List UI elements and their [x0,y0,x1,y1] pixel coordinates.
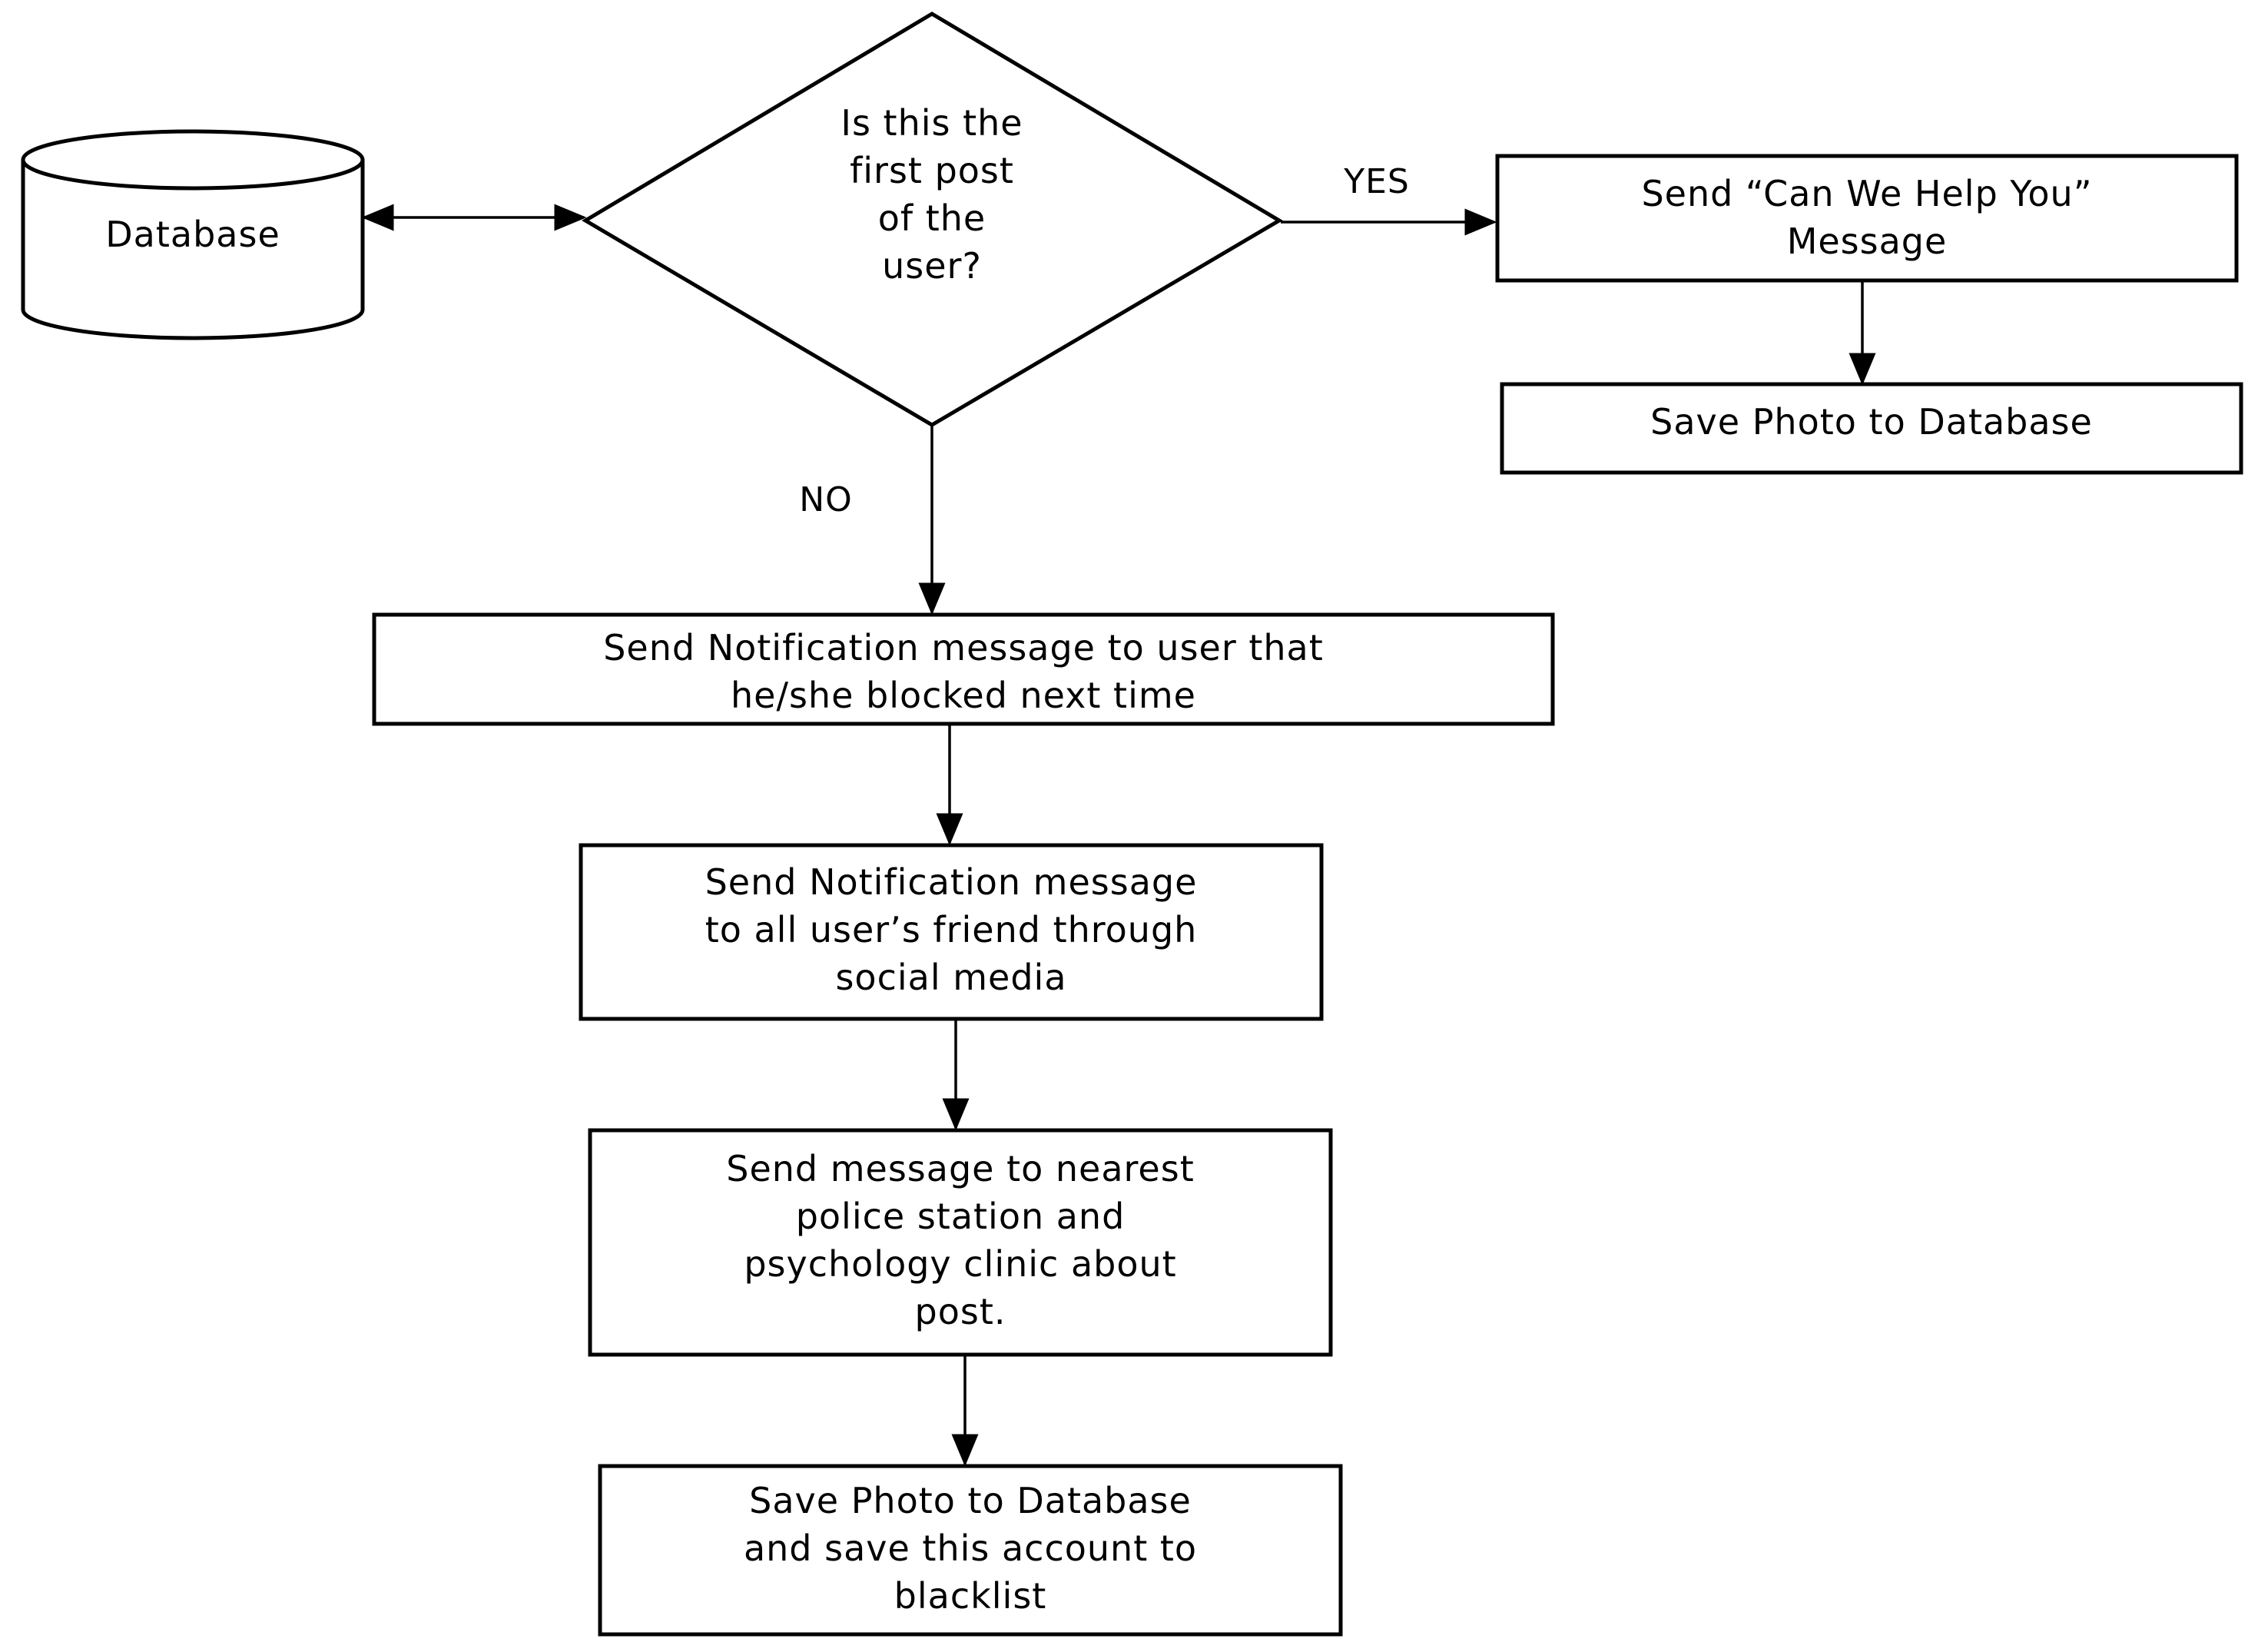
notify-police-label-line: psychology clinic about [744,1243,1176,1285]
save-blacklist-label-line: and save this account to [744,1528,1197,1569]
notify-user-label: Send Notification message to user that he… [603,627,1324,716]
notify-user-node: Send Notification message to user that he… [372,612,1555,726]
notify-police-node: Send message to nearest police station an… [588,1128,1333,1357]
notify-police-label-line: Send message to nearest [726,1148,1194,1189]
decision-label-line: first post [850,150,1014,191]
notify-friends-label: Send Notification message to all user’s f… [705,861,1198,998]
save-photo-node: Save Photo to Database [1500,382,2243,475]
yes-label: YES [1343,162,1410,201]
notify-police-label: Send message to nearest police station an… [726,1148,1194,1332]
save-blacklist-label-line: blacklist [894,1575,1047,1617]
database-label: Database [105,214,280,255]
decision-label-line: Is this the [841,102,1023,144]
notify-friends-label-line: to all user’s friend through [705,909,1198,950]
save-blacklist-label-line: Save Photo to Database [749,1480,1192,1521]
notify-friends-label-line: Send Notification message [705,861,1198,903]
save-blacklist-node: Save Photo to Database and save this acco… [598,1464,1343,1637]
send-help-label-line: Message [1787,221,1948,262]
decision-label-line: of the [878,197,986,239]
notify-user-label-line: Send Notification message to user that [603,627,1324,668]
notify-user-label-line: he/she blocked next time [731,675,1196,716]
save-photo-label-line: Save Photo to Database [1650,401,2093,443]
notify-friends-label-line: social media [835,957,1066,998]
send-help-node: Send “Can We Help You” Message [1495,154,2239,283]
decision-label-line: user? [882,245,982,287]
decision-node: Is this the first post of the user? [582,12,1283,427]
database-node: Database [21,129,365,340]
no-label: NO [799,480,853,519]
decision-label: Is this the first post of the user? [841,102,1023,287]
notify-friends-node: Send Notification message to all user’s f… [579,843,1324,1021]
notify-police-label-line: post. [915,1291,1006,1332]
send-help-label-line: Send “Can We Help You” [1641,173,2092,214]
save-blacklist-label: Save Photo to Database and save this acco… [744,1480,1197,1617]
notify-police-label-line: police station and [796,1196,1126,1237]
send-help-label: Send “Can We Help You” Message [1641,173,2092,262]
save-photo-label: Save Photo to Database [1650,401,2093,443]
database-label-line: Database [105,214,280,255]
